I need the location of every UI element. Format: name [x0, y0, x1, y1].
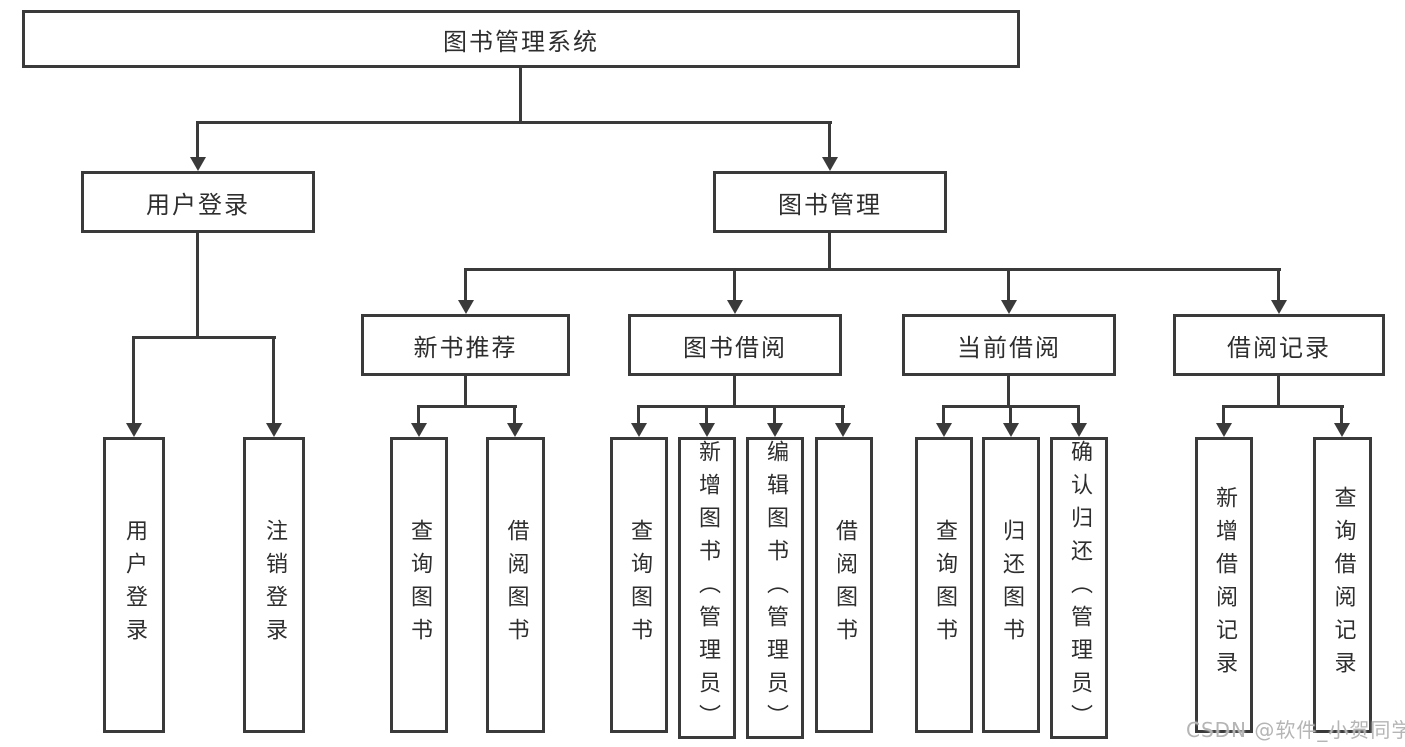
node-user-login: 用户登录 [81, 171, 315, 233]
tree-line [828, 122, 831, 158]
arrowhead-down-icon [1216, 423, 1232, 437]
node-book-management: 图书管理 [713, 171, 947, 233]
node-book-management-label: 图书管理 [778, 190, 882, 219]
tree-line [519, 68, 522, 122]
tree-line [464, 376, 467, 406]
arrowhead-down-icon [936, 423, 952, 437]
node-current-borrow: 当前借阅 [902, 314, 1116, 376]
leaf-recommend-query-books-label: 查询图书 [407, 519, 432, 651]
leaf-logout-login-label: 注销登录 [262, 519, 287, 651]
leaf-borrow-query-books: 查询图书 [610, 437, 668, 733]
arrowhead-down-icon [822, 157, 838, 171]
tree-line [637, 405, 845, 408]
tree-line [513, 406, 516, 424]
node-user-login-label: 用户登录 [146, 190, 250, 219]
tree-line [773, 406, 776, 424]
tree-line [272, 337, 275, 424]
node-root-label: 图书管理系统 [443, 27, 599, 56]
tree-line [132, 337, 135, 424]
arrowhead-down-icon [458, 300, 474, 314]
leaf-current-confirm-return-admin: 确认归还（管理员） [1050, 437, 1108, 739]
arrowhead-down-icon [727, 300, 743, 314]
leaf-recommend-query-books: 查询图书 [390, 437, 448, 733]
leaf-current-query-books-label: 查询图书 [932, 519, 957, 651]
arrowhead-down-icon [126, 423, 142, 437]
arrowhead-down-icon [1003, 423, 1019, 437]
tree-line [417, 406, 420, 424]
watermark: CSDN @软件_小贺同学 [1186, 718, 1405, 742]
tree-line [1277, 269, 1280, 301]
tree-line [196, 121, 832, 124]
tree-line [841, 406, 844, 424]
tree-line [464, 269, 467, 301]
leaf-record-add-borrow-record-label: 新增借阅记录 [1212, 486, 1237, 684]
leaf-borrow-edit-books-admin: 编辑图书（管理员） [746, 437, 804, 739]
tree-line [1340, 406, 1343, 424]
leaf-current-return-books-label: 归还图书 [999, 519, 1024, 651]
arrowhead-down-icon [507, 423, 523, 437]
tree-line [132, 336, 276, 339]
node-new-book-recommend: 新书推荐 [361, 314, 570, 376]
arrowhead-down-icon [1334, 423, 1350, 437]
leaf-record-query-borrow-record-label: 查询借阅记录 [1330, 486, 1356, 684]
arrowhead-down-icon [411, 423, 427, 437]
tree-line [464, 268, 1281, 271]
leaf-borrow-add-books-admin-label: 新增图书（管理员） [695, 439, 720, 737]
tree-line [828, 233, 831, 269]
arrowhead-down-icon [1001, 300, 1017, 314]
leaf-user-login-label: 用户登录 [122, 519, 147, 651]
leaf-borrow-borrow-books-label: 借阅图书 [832, 519, 857, 651]
leaf-record-add-borrow-record: 新增借阅记录 [1195, 437, 1253, 733]
node-borrow-record-label: 借阅记录 [1227, 333, 1331, 362]
node-current-borrow-label: 当前借阅 [957, 333, 1061, 362]
arrowhead-down-icon [631, 423, 647, 437]
tree-line [1009, 406, 1012, 424]
tree-line [1222, 405, 1344, 408]
tree-line [733, 269, 736, 301]
tree-line [196, 233, 199, 337]
tree-line [1077, 406, 1080, 424]
tree-line [196, 122, 199, 158]
arrowhead-down-icon [767, 423, 783, 437]
tree-line [705, 406, 708, 424]
leaf-borrow-add-books-admin: 新增图书（管理员） [678, 437, 736, 739]
leaf-recommend-borrow-books: 借阅图书 [486, 437, 545, 733]
node-new-book-recommend-label: 新书推荐 [413, 333, 518, 362]
tree-line [1222, 406, 1225, 424]
leaf-user-login: 用户登录 [103, 437, 165, 733]
arrowhead-down-icon [835, 423, 851, 437]
leaf-borrow-query-books-label: 查询图书 [627, 519, 652, 651]
arrowhead-down-icon [1071, 423, 1087, 437]
tree-line [1007, 376, 1010, 406]
leaf-logout-login: 注销登录 [243, 437, 305, 733]
leaf-recommend-borrow-books-label: 借阅图书 [503, 519, 529, 651]
tree-line [1277, 376, 1280, 406]
leaf-current-return-books: 归还图书 [982, 437, 1040, 733]
arrowhead-down-icon [266, 423, 282, 437]
node-root: 图书管理系统 [22, 10, 1020, 68]
leaf-current-query-books: 查询图书 [915, 437, 973, 733]
arrowhead-down-icon [1271, 300, 1287, 314]
node-book-borrow: 图书借阅 [628, 314, 842, 376]
tree-line [417, 405, 517, 408]
node-borrow-record: 借阅记录 [1173, 314, 1385, 376]
tree-line [1007, 269, 1010, 301]
arrowhead-down-icon [699, 423, 715, 437]
tree-line [637, 406, 640, 424]
leaf-borrow-edit-books-admin-label: 编辑图书（管理员） [763, 439, 788, 737]
leaf-borrow-borrow-books: 借阅图书 [815, 437, 873, 733]
node-book-borrow-label: 图书借阅 [683, 333, 787, 362]
leaf-record-query-borrow-record: 查询借阅记录 [1313, 437, 1372, 733]
arrowhead-down-icon [190, 157, 206, 171]
tree-line [942, 406, 945, 424]
tree-line [733, 376, 736, 406]
leaf-current-confirm-return-admin-label: 确认归还（管理员） [1067, 439, 1092, 737]
